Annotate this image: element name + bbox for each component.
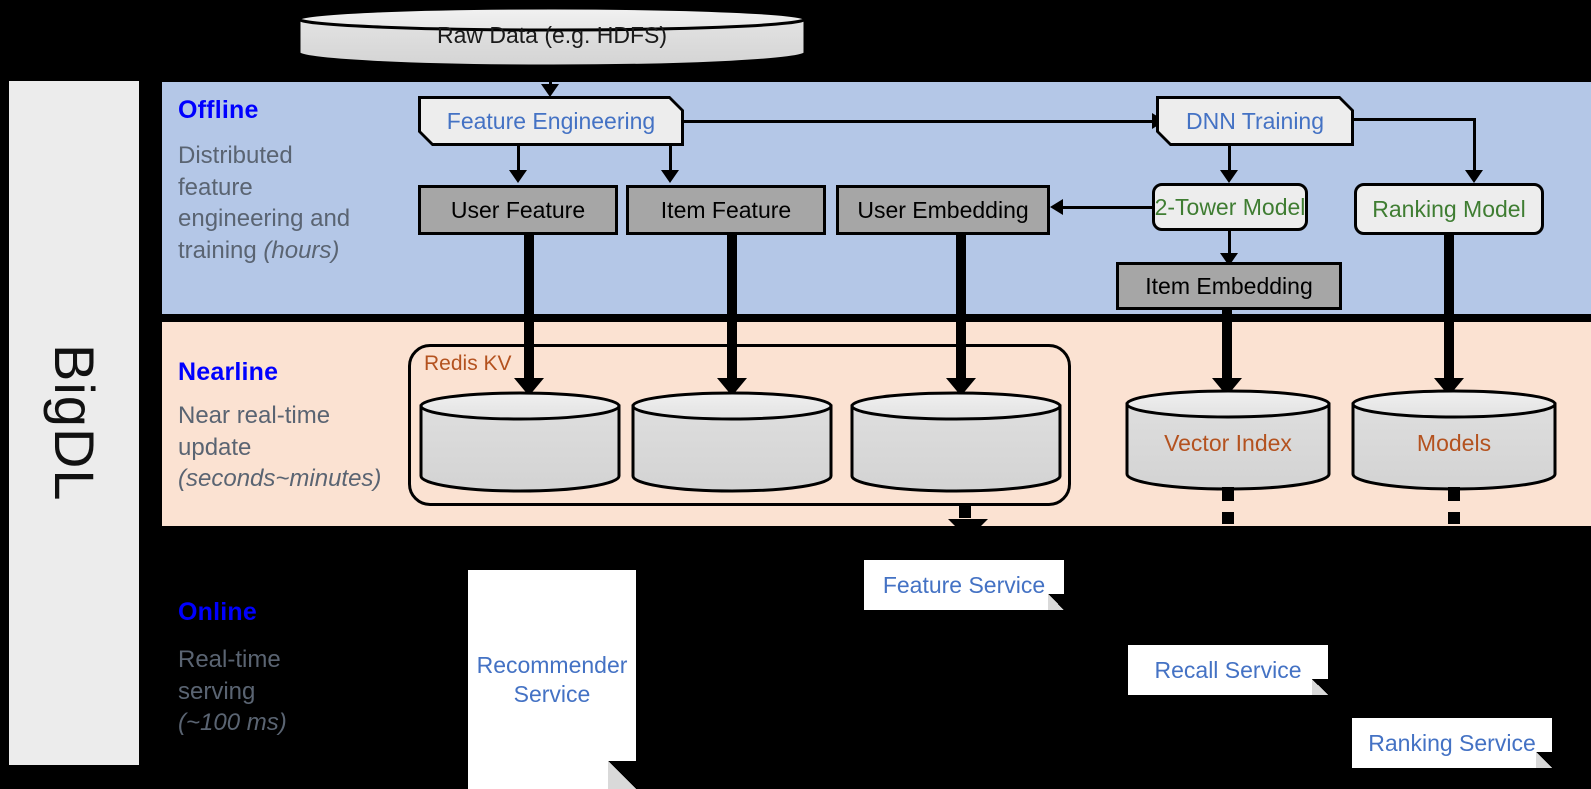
- ranking-service-label: Ranking Service: [1368, 729, 1536, 756]
- arrow-fe-to-userfeature-head: [509, 170, 527, 183]
- bigdl-framework-sidebar: BigDL: [6, 78, 142, 768]
- redis-store-cylinder-2[interactable]: [630, 390, 834, 493]
- feature-engineering-node[interactable]: Feature Engineering: [418, 96, 684, 146]
- offline-band-title: Offline: [178, 96, 259, 124]
- ranking-model-label: Ranking Model: [1372, 195, 1526, 222]
- arrow-dnn-to-ranking-head: [1465, 170, 1483, 183]
- online-subtitle-l1: Real-time: [178, 646, 281, 673]
- two-tower-model-label: 2-Tower Model: [1154, 193, 1306, 220]
- arrow-dnn-to-ranking-h: [1354, 118, 1476, 121]
- item-embedding-label: Item Embedding: [1145, 272, 1313, 299]
- recommender-service-label: Recommender Service: [476, 651, 628, 707]
- user-feature-box[interactable]: User Feature: [418, 185, 618, 235]
- nearline-subtitle-italic: (seconds~minutes): [178, 465, 382, 493]
- nearline-subtitle-l2: update: [178, 433, 252, 461]
- offline-subtitle-l3: engineering and: [178, 205, 351, 233]
- feature-engineering-label: Feature Engineering: [421, 99, 681, 143]
- raw-data-cylinder: Raw Data (e.g. HDFS): [296, 5, 808, 68]
- models-cylinder[interactable]: Models: [1350, 388, 1558, 491]
- nearline-band-subtitle: Near real-time update (seconds~minutes): [178, 400, 413, 495]
- online-subtitle-l2: serving: [178, 677, 256, 705]
- arrow-twotower-to-userembedding-line: [1062, 206, 1154, 209]
- dnn-training-label: DNN Training: [1159, 99, 1351, 143]
- connector-redis-to-featureservice-dash: [959, 506, 971, 518]
- offline-nearline-divider: [158, 314, 1591, 322]
- user-feature-label: User Feature: [450, 196, 586, 223]
- connector-models-dash-1: [1448, 487, 1460, 501]
- user-embedding-label: User Embedding: [857, 196, 1029, 223]
- page-fold-icon: [608, 761, 636, 789]
- page-fold-icon: [1312, 679, 1328, 695]
- online-band-subtitle: Real-time serving (~100 ms): [178, 644, 413, 739]
- recall-service-label: Recall Service: [1154, 656, 1302, 683]
- arrow-dnn-to-twotower-head: [1220, 170, 1238, 183]
- redis-store-cylinder-3[interactable]: [849, 390, 1063, 493]
- offline-subtitle-l1: Distributed: [178, 142, 293, 169]
- bigdl-label: BigDL: [43, 344, 106, 502]
- vector-index-cylinder[interactable]: Vector Index: [1124, 388, 1332, 491]
- user-embedding-box[interactable]: User Embedding: [836, 185, 1050, 235]
- arrow-fe-to-userfeature-line: [517, 146, 520, 174]
- page-fold-icon: [1536, 752, 1552, 768]
- arrow-rankingmodel-to-models-line: [1444, 235, 1454, 382]
- arrow-userembedding-to-store3-head: [946, 378, 976, 396]
- recommender-service-doc[interactable]: Recommender Service: [468, 570, 636, 789]
- redis-store-cylinder-1[interactable]: [418, 390, 622, 493]
- arrow-rawdata-to-fe-head: [541, 84, 559, 97]
- item-feature-label: Item Feature: [660, 196, 792, 223]
- feature-service-label: Feature Service: [882, 571, 1046, 598]
- nearline-subtitle-l1: Near real-time: [178, 402, 331, 429]
- arrow-fe-to-itemfeature-head: [661, 170, 679, 183]
- connector-vectorindex-dash-1: [1222, 487, 1234, 501]
- connector-models-dash-2: [1448, 512, 1460, 524]
- ranking-service-doc[interactable]: Ranking Service: [1352, 718, 1552, 768]
- arrow-rawdata-to-fe-line: [549, 67, 552, 89]
- arrow-itemembedding-to-vectorindex-line: [1222, 310, 1232, 382]
- item-feature-box[interactable]: Item Feature: [626, 185, 826, 235]
- recall-service-doc[interactable]: Recall Service: [1128, 645, 1328, 695]
- online-band-title: Online: [178, 598, 257, 626]
- page-fold-icon: [1048, 594, 1064, 610]
- two-tower-model-box[interactable]: 2-Tower Model: [1152, 183, 1308, 231]
- offline-band-subtitle: Distributed feature engineering and trai…: [178, 140, 413, 267]
- arrow-fe-to-dnn-line: [684, 120, 1156, 123]
- dnn-training-node[interactable]: DNN Training: [1156, 96, 1354, 146]
- arrow-dnn-to-ranking-v: [1473, 118, 1476, 174]
- arrow-twotower-to-itememb-line: [1228, 231, 1231, 257]
- offline-subtitle-italic: (hours): [263, 237, 340, 265]
- redis-kv-group: [408, 344, 1071, 506]
- online-subtitle-italic: (~100 ms): [178, 709, 287, 737]
- offline-subtitle-l4: training: [178, 237, 264, 265]
- feature-service-doc[interactable]: Feature Service: [864, 560, 1064, 610]
- arrow-userfeature-to-store1-line: [524, 235, 534, 382]
- ranking-model-box[interactable]: Ranking Model: [1354, 183, 1544, 235]
- arrow-userembedding-to-store3-line: [956, 235, 966, 382]
- item-embedding-box[interactable]: Item Embedding: [1116, 262, 1342, 310]
- arrow-twotower-to-userembedding-head: [1050, 199, 1063, 215]
- offline-subtitle-l2: feature: [178, 173, 253, 201]
- redis-kv-label: Redis KV: [424, 352, 512, 375]
- arrow-itemfeature-to-store2-head: [717, 378, 747, 396]
- arrow-itemfeature-to-store2-line: [727, 235, 737, 382]
- arrow-redis-to-featureservice-head: [948, 519, 988, 539]
- arrow-userfeature-to-store1-head: [514, 378, 544, 396]
- connector-vectorindex-dash-2: [1222, 512, 1234, 524]
- arrow-dnn-to-twotower-line: [1228, 146, 1231, 174]
- arrow-fe-to-itemfeature-line: [669, 146, 672, 174]
- nearline-band-title: Nearline: [178, 358, 279, 386]
